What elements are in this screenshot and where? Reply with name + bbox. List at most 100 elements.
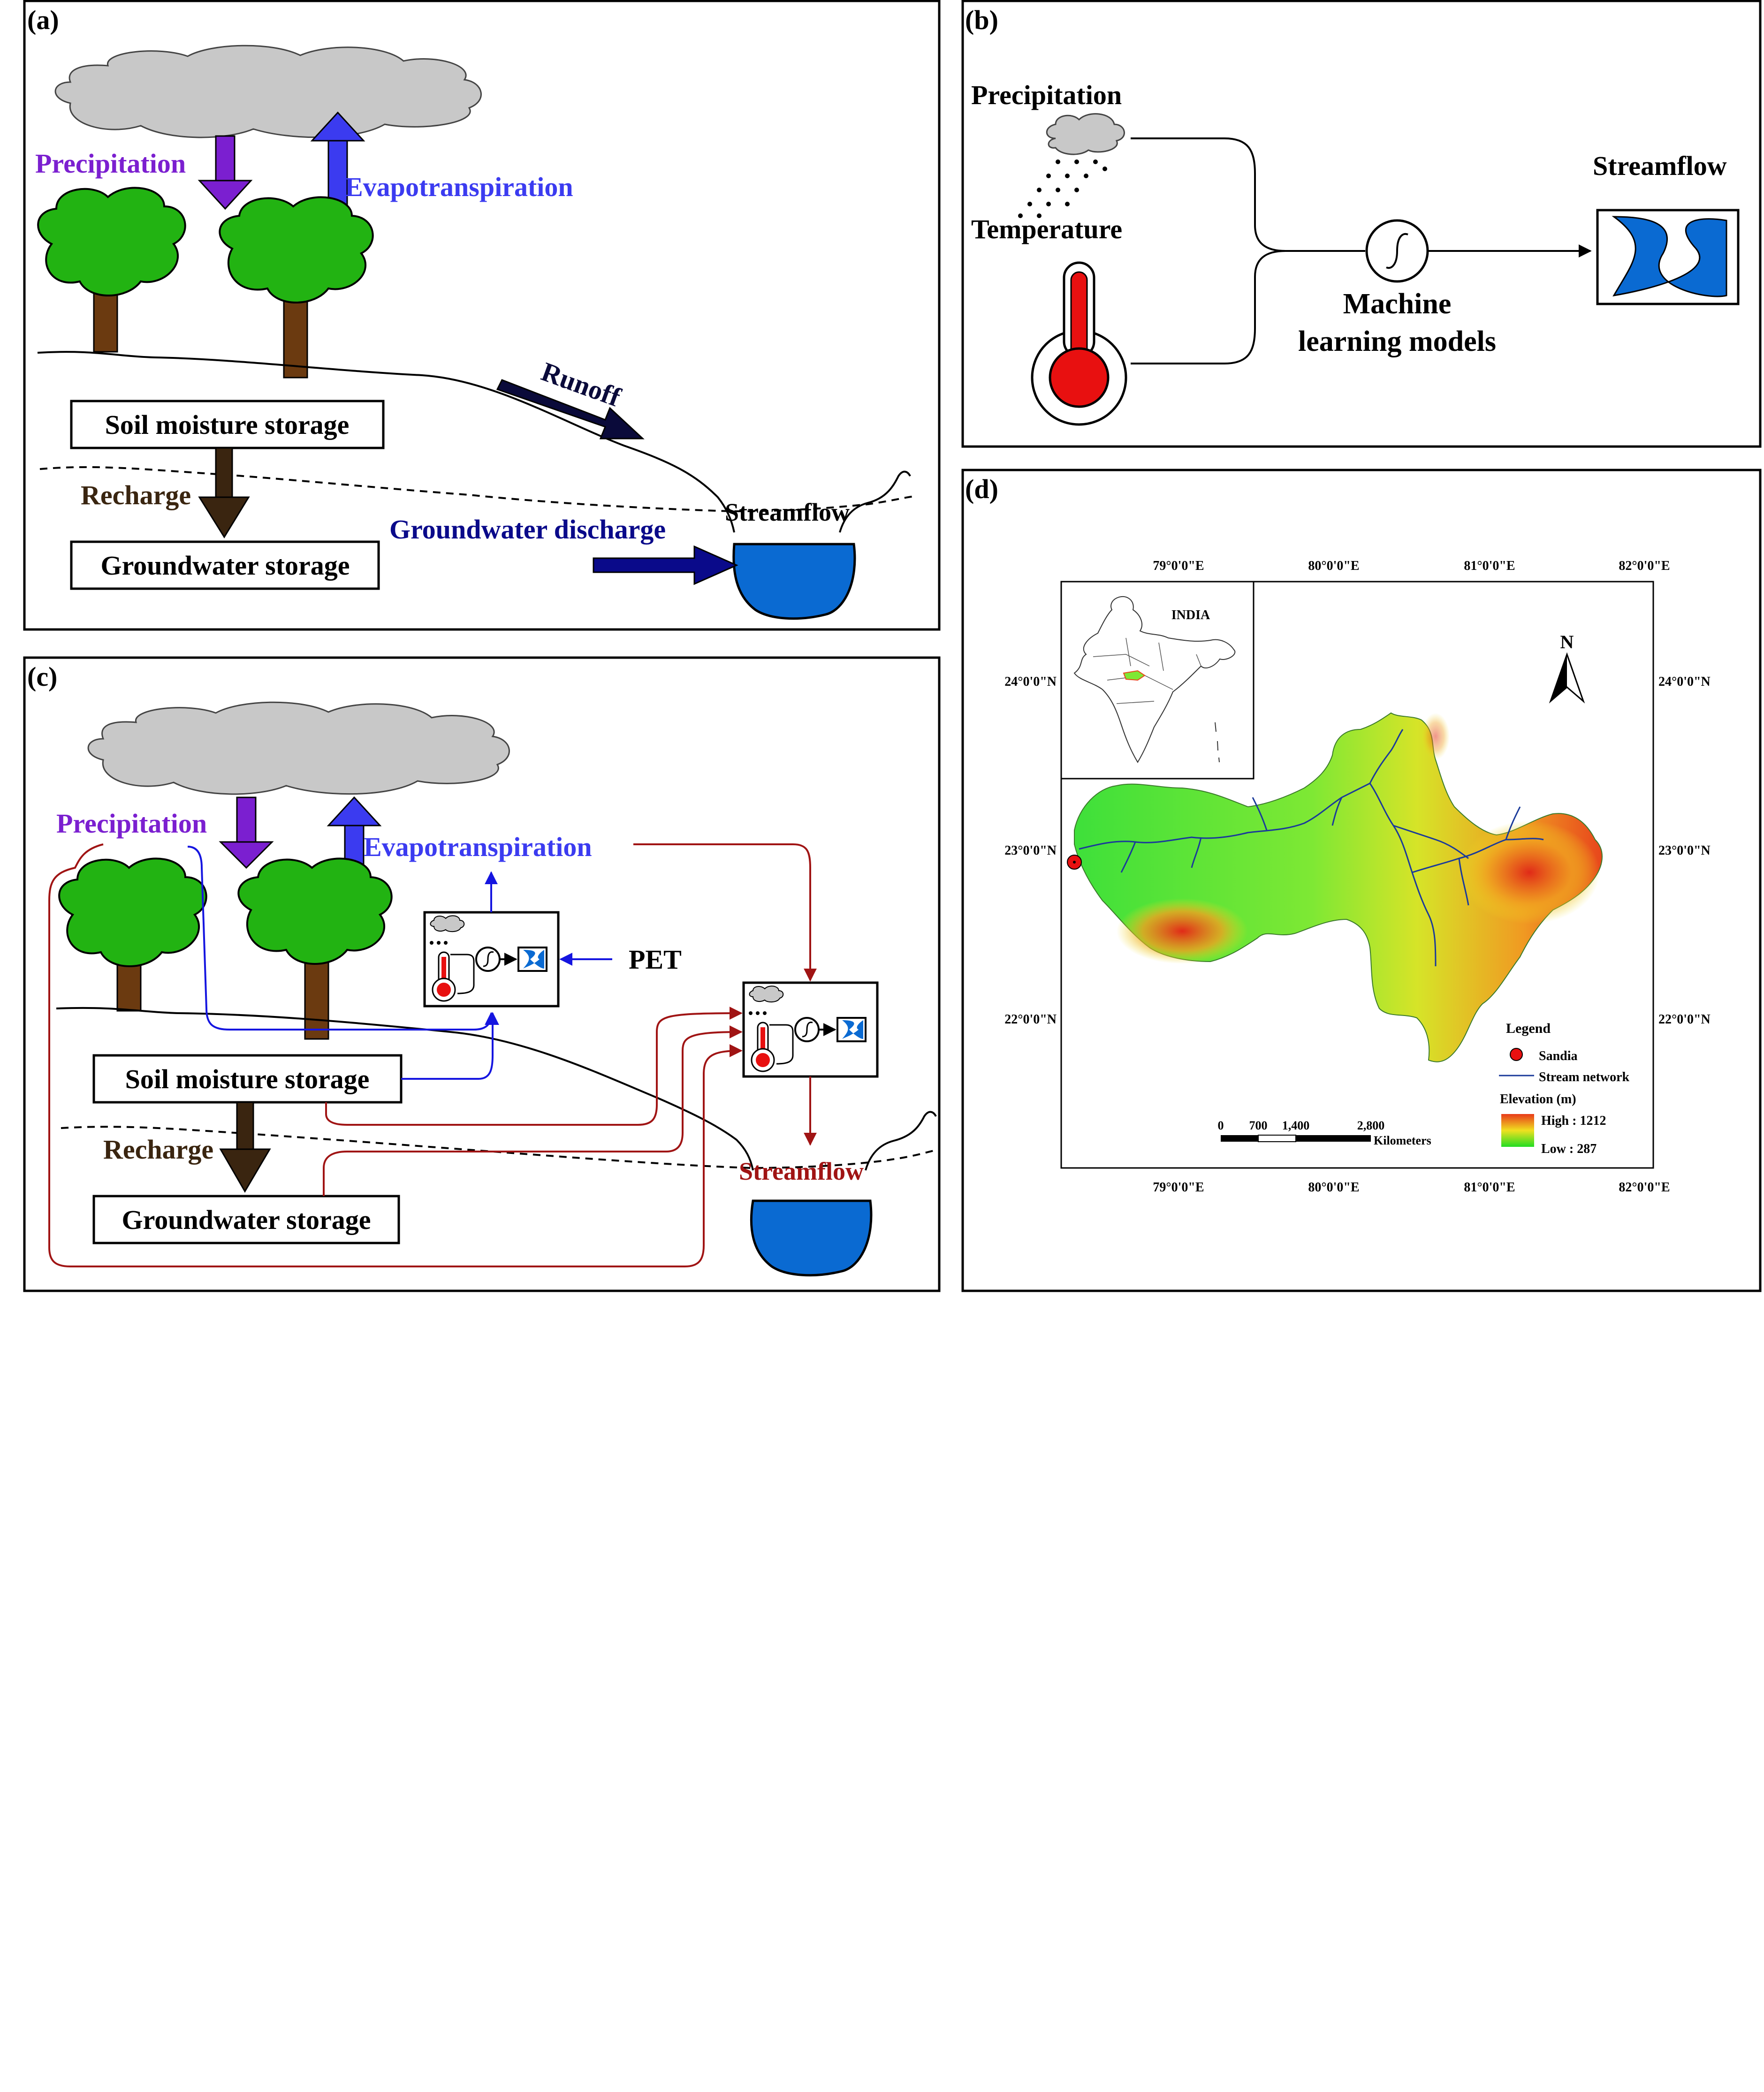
panel-d-frame	[961, 469, 1762, 1292]
lon-tick-label: 82°0'0"E	[1619, 559, 1670, 573]
pet-label: PET	[629, 944, 682, 975]
lat-tick-label: 22°0'0"N	[1004, 1012, 1057, 1027]
panel-b-label: (b)	[965, 5, 998, 35]
lat-tick-label: 23°0'0"N	[1658, 843, 1711, 858]
panel-c-frame	[23, 656, 941, 1292]
recharge-label: Recharge	[81, 480, 191, 510]
inset-india-label: INDIA	[1171, 608, 1210, 622]
soil-moisture-box	[92, 1054, 403, 1104]
lon-tick-label: 80°0'0"E	[1308, 1180, 1359, 1195]
panel-a: (a) Precipitation Evapotranspiration Run…	[23, 0, 941, 631]
lon-tick-label: 80°0'0"E	[1308, 559, 1359, 573]
recharge-arrow	[219, 1101, 271, 1193]
lat-tick-label: 24°0'0"N	[1004, 675, 1057, 689]
groundwater-box	[70, 540, 380, 590]
panel-d: (d) 79°0'0"E 80°0'0"E 81°0'0"E 82°0'0"E …	[961, 469, 1762, 1292]
legend-station-icon	[1510, 1048, 1523, 1061]
streamflow-label: Streamflow	[739, 1157, 864, 1185]
north-arrow: N	[1549, 631, 1585, 704]
evapotranspiration-label: Evapotranspiration	[345, 172, 573, 202]
legend-high-label: High : 1212	[1541, 1114, 1606, 1128]
precip-to-et-model-flow	[187, 846, 498, 1031]
lat-tick-label: 24°0'0"N	[1658, 675, 1711, 689]
legend-elevation-label: Elevation (m)	[1500, 1092, 1576, 1107]
streamflow-model-box	[742, 981, 879, 1078]
scale-bar: 0 700 1,400 2,800 Kilometers	[1218, 1119, 1431, 1147]
channel-right-bank	[839, 470, 911, 533]
temperature-input-label: Temperature	[971, 214, 1122, 244]
lat-tick-label: 23°0'0"N	[1004, 843, 1057, 858]
legend-station-label: Sandia	[1539, 1049, 1578, 1063]
precipitation-label: Precipitation	[35, 148, 186, 179]
precip-to-streamflow-model-flow	[48, 843, 743, 1267]
tree-icon	[237, 857, 393, 1040]
tree-icon	[37, 187, 186, 353]
streamflow-label: Streamflow	[725, 498, 850, 526]
ground-surface	[37, 351, 735, 533]
map-legend: Legend Sandia Stream network Elevation (…	[1499, 1021, 1630, 1156]
lat-ticks-left: 24°0'0"N 23°0'0"N 22°0'0"N	[1004, 675, 1057, 1027]
lon-ticks-bottom: 79°0'0"E 80°0'0"E 81°0'0"E 82°0'0"E	[1153, 1180, 1670, 1195]
north-label: N	[1560, 631, 1574, 652]
panel-b-frame	[961, 0, 1762, 448]
ml-label-line2: learning models	[1298, 326, 1496, 357]
et-to-streamflow-model-flow	[633, 843, 817, 982]
ground-surface	[56, 1007, 754, 1171]
precipitation-arrow	[198, 135, 253, 210]
tree-icon	[219, 196, 374, 379]
groundwater-discharge-label: Groundwater discharge	[389, 514, 666, 545]
soil-to-streamflow-model-flow	[325, 1007, 743, 1126]
india-inset-map: INDIA	[1060, 581, 1255, 780]
stream-channel-water	[732, 543, 856, 620]
soil-moisture-box	[70, 400, 385, 449]
panel-c-label: (c)	[27, 661, 57, 692]
precipitation-label: Precipitation	[56, 808, 207, 839]
lon-tick-label: 81°0'0"E	[1464, 559, 1515, 573]
precipitation-input-label: Precipitation	[971, 80, 1122, 110]
scale-tick-label: 2,800	[1357, 1119, 1385, 1132]
scale-tick-label: 0	[1218, 1119, 1224, 1132]
panel-a-label: (a)	[27, 5, 59, 35]
gw-to-streamflow-model-flow	[323, 1025, 743, 1196]
precipitation-arrow	[219, 796, 274, 869]
recharge-label: Recharge	[103, 1134, 213, 1165]
groundwater-label: Groundwater storage	[122, 1205, 371, 1235]
lat-tick-label: 22°0'0"N	[1658, 1012, 1711, 1027]
stream-channel-water	[750, 1199, 873, 1277]
lon-tick-label: 82°0'0"E	[1619, 1180, 1670, 1195]
elevation-color-ramp	[1501, 1114, 1534, 1147]
lon-tick-label: 81°0'0"E	[1464, 1180, 1515, 1195]
scale-tick-label: 700	[1249, 1119, 1268, 1132]
panel-a-frame	[23, 0, 941, 631]
groundwater-discharge-arrow	[593, 545, 738, 585]
soil-moisture-label: Soil moisture storage	[125, 1064, 370, 1094]
temp-connector	[1131, 250, 1365, 364]
ml-model-icon	[1365, 219, 1429, 283]
panel-d-label: (d)	[965, 474, 998, 504]
basin-elevation-map	[1067, 712, 1603, 1062]
thermometer-icon	[1031, 261, 1127, 426]
scale-unit-label: Kilometers	[1374, 1134, 1431, 1147]
hydrograph-icon	[1612, 216, 1727, 297]
groundwater-label: Groundwater storage	[100, 550, 350, 581]
water-table	[61, 1126, 936, 1169]
scale-tick-label: 1,400	[1282, 1119, 1310, 1132]
tree-icon	[58, 857, 207, 1012]
stream-network	[1079, 729, 1544, 967]
ml-label-line1: Machine	[1343, 288, 1452, 320]
lon-tick-label: 79°0'0"E	[1153, 1180, 1204, 1195]
soil-to-et-model-flow	[401, 1012, 499, 1080]
precip-connector	[1131, 137, 1286, 252]
legend-stream-label: Stream network	[1539, 1070, 1630, 1084]
cloud-icon	[87, 701, 510, 795]
panel-c: (c) Precipitation Evapotranspiration Soi…	[23, 656, 941, 1292]
legend-low-label: Low : 287	[1541, 1142, 1597, 1156]
groundwater-box	[92, 1195, 400, 1244]
et-model-box	[423, 911, 560, 1008]
rain-cloud-icon	[1018, 113, 1125, 218]
recharge-arrow	[198, 447, 250, 538]
soil-moisture-label: Soil moisture storage	[105, 409, 350, 440]
legend-title: Legend	[1506, 1021, 1551, 1036]
lon-tick-label: 79°0'0"E	[1153, 559, 1204, 573]
